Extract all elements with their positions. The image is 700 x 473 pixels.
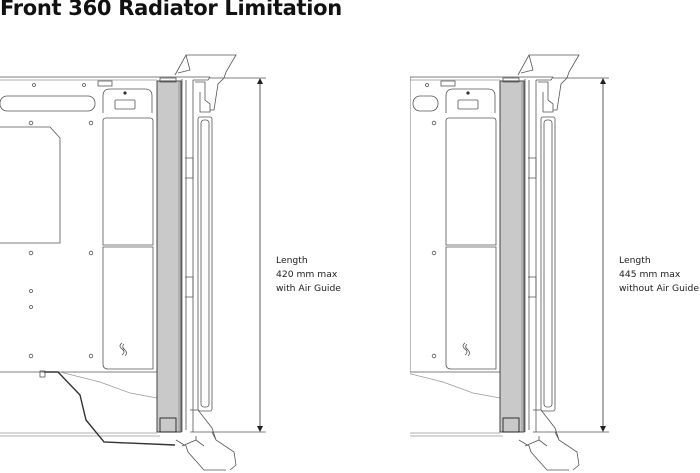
panel-without-air-guide — [410, 54, 610, 471]
label-condition: with Air Guide — [276, 283, 341, 294]
panel-with-air-guide — [0, 54, 267, 471]
cable — [44, 371, 176, 446]
label-condition: without Air Guide — [619, 283, 699, 294]
dimension-label-445: Length 445 mm max without Air Guide — [619, 254, 699, 296]
page-title: Front 360 Radiator Limitation — [0, 0, 342, 20]
label-title: Length — [619, 255, 651, 266]
label-title: Length — [276, 255, 308, 266]
label-length: 420 mm max — [276, 269, 338, 280]
label-length: 445 mm max — [619, 269, 681, 280]
dimension-label-420: Length 420 mm max with Air Guide — [276, 254, 341, 296]
